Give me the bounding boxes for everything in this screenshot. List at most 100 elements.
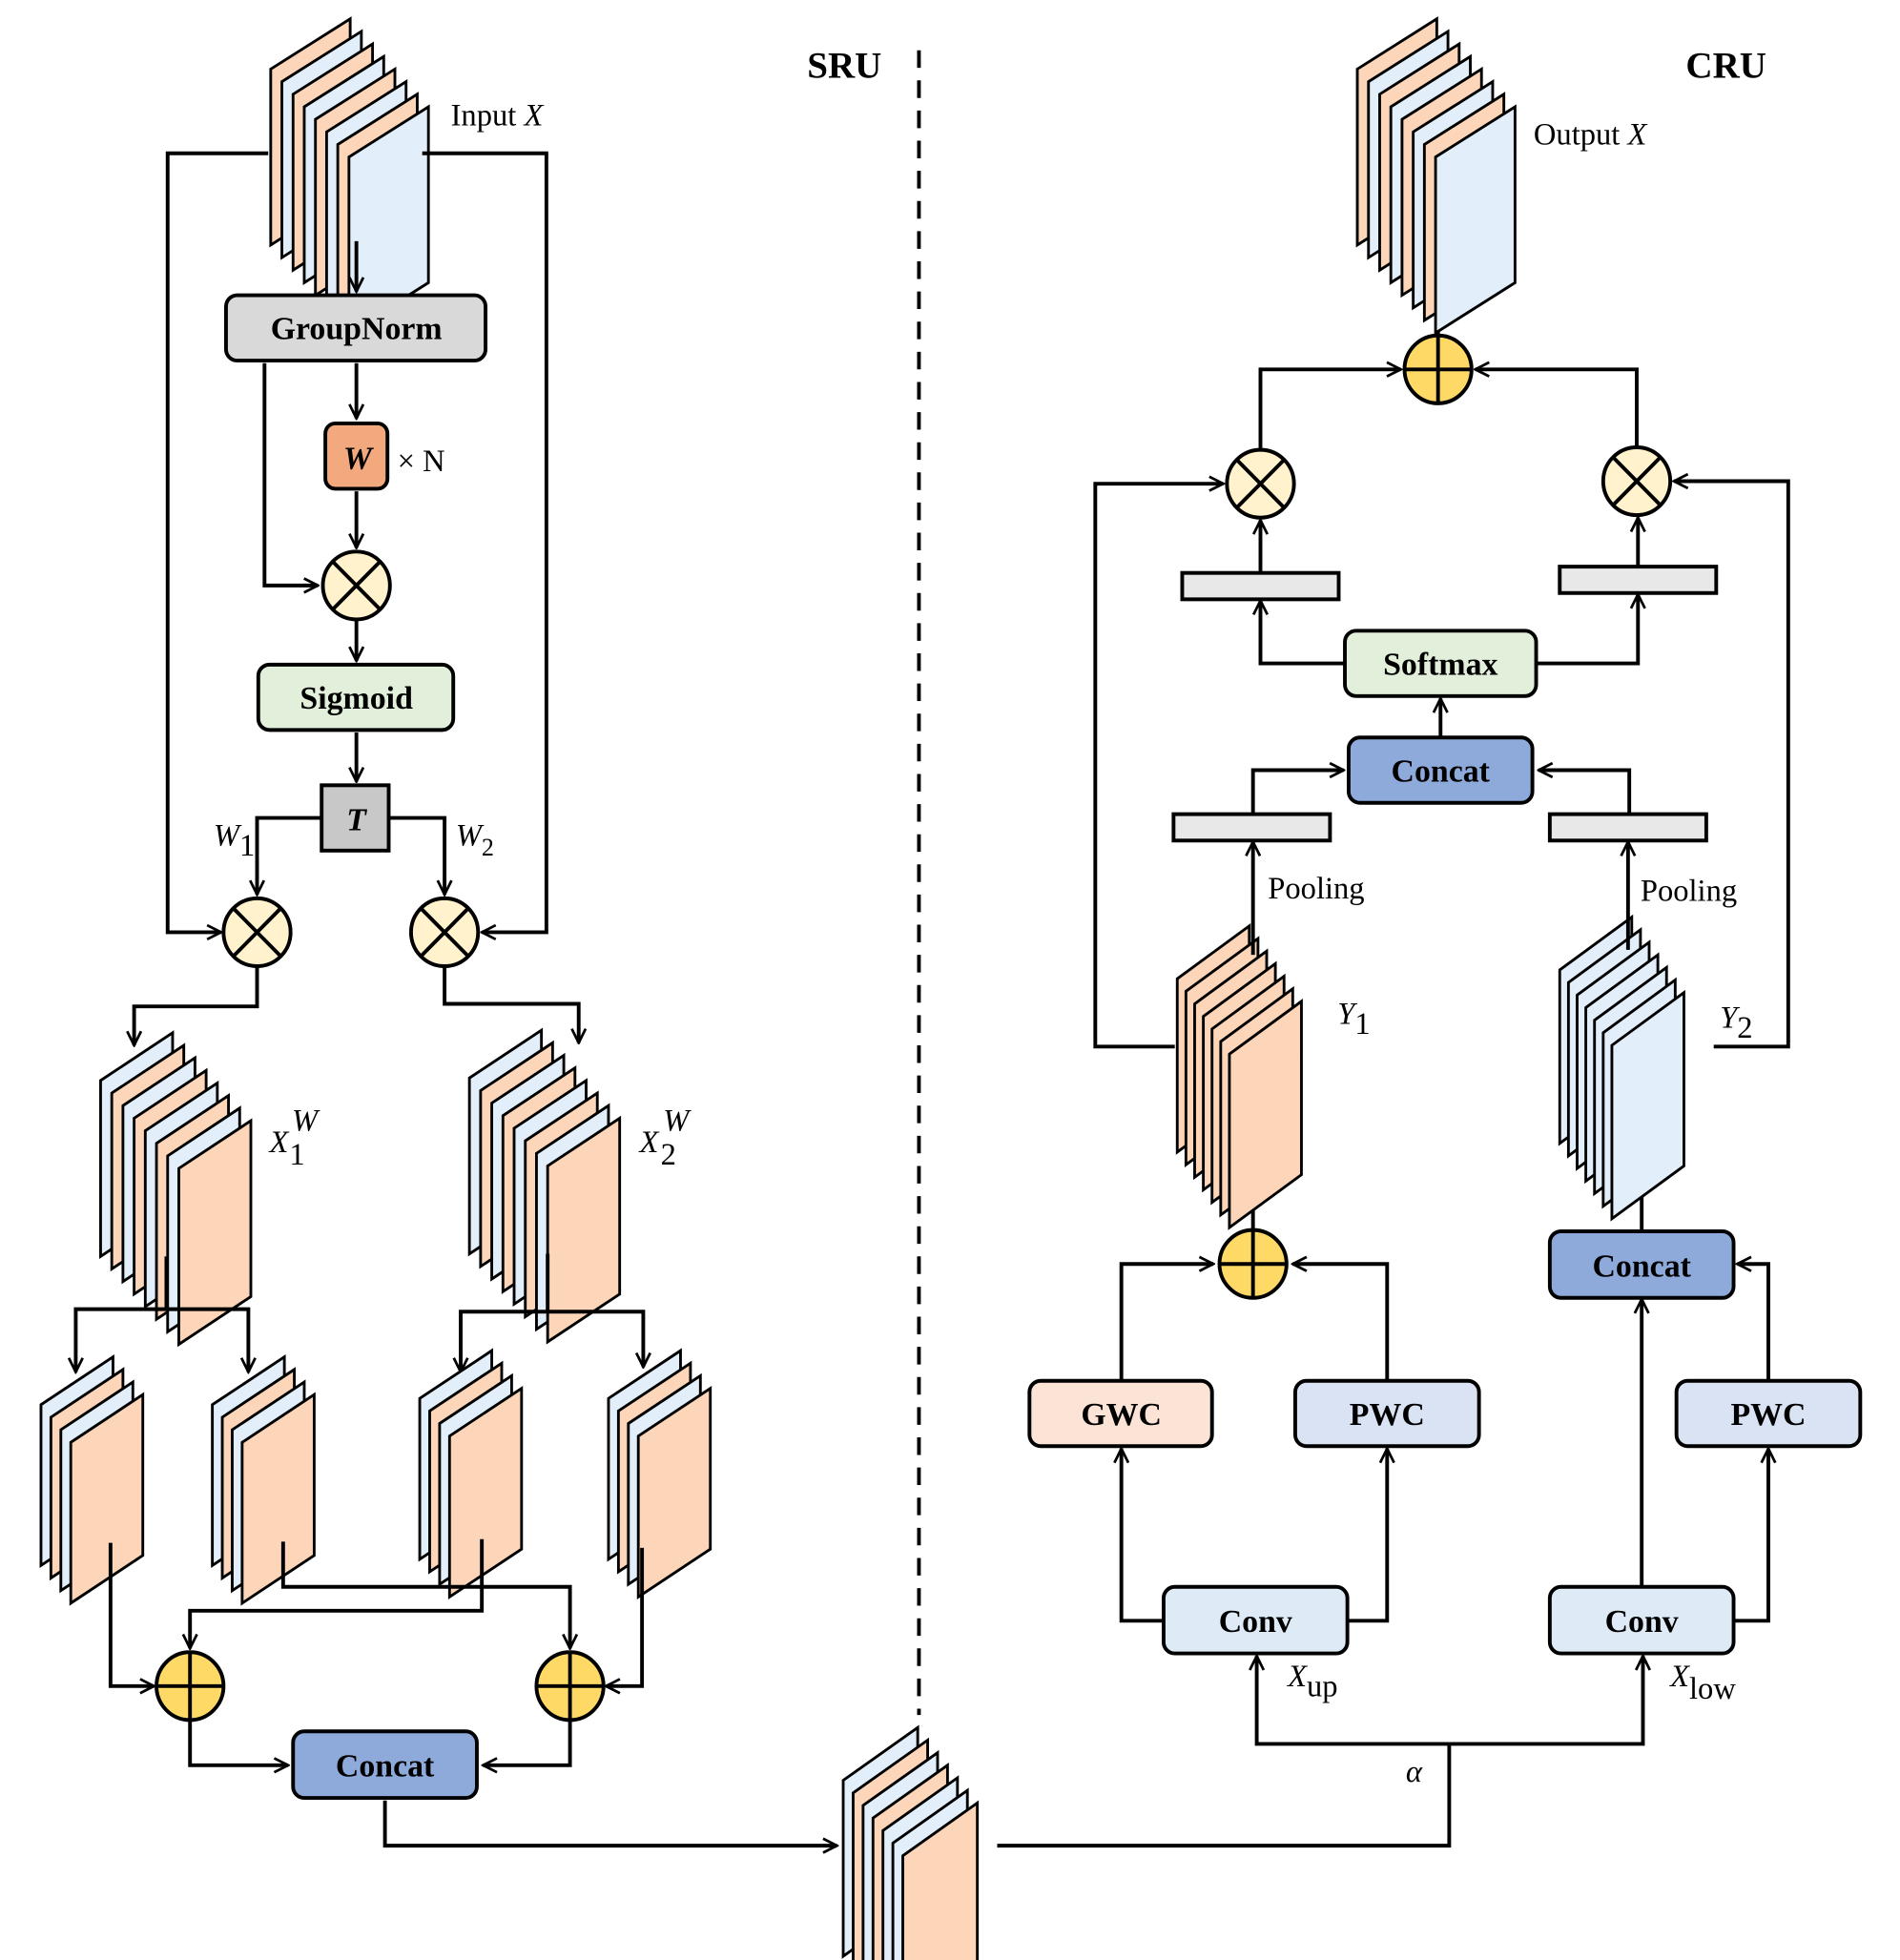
y2-label: Y2 (1720, 1001, 1752, 1045)
edge-x1w-split-left (75, 1307, 167, 1372)
pwc-low-block[interactable]: PWC (1674, 1378, 1863, 1449)
groupnorm-block[interactable]: GroupNorm (224, 293, 488, 363)
feature-map-slice (1228, 999, 1303, 1230)
pooling-right-label: Pooling (1641, 874, 1737, 908)
edge-x2w-split-right (547, 1310, 643, 1367)
svg-text:Sigmoid: Sigmoid (299, 681, 413, 716)
x1w-feature-stack (99, 1030, 253, 1348)
conv-up-block[interactable]: Conv (1161, 1584, 1350, 1656)
x1w-sub: 1 (289, 1138, 304, 1172)
edge-threshold-w1 (258, 815, 322, 895)
edge-split-xup (1257, 1656, 1450, 1746)
sigmoid-block[interactable]: Sigmoid (256, 662, 456, 732)
edge-pwcup-add (1292, 1264, 1390, 1381)
multiply-cross-icon (1235, 458, 1286, 509)
edge-split-xlow (1449, 1656, 1642, 1746)
multiply-cross-icon (419, 906, 470, 958)
feature-map-slice (347, 104, 430, 336)
multiply-node-w1 (221, 896, 293, 968)
feature-map-slice (901, 1800, 980, 1960)
w1-label: W1 (214, 818, 255, 863)
feature-map-slice (1610, 989, 1685, 1222)
feature-map-slice (1434, 104, 1517, 336)
svg-text:GroupNorm: GroupNorm (271, 312, 443, 347)
sru-title: SRU (807, 45, 881, 86)
cru-concat-low-block[interactable]: Concat (1547, 1228, 1736, 1300)
feature-map-slice (69, 1392, 145, 1606)
beta2-vector (1558, 565, 1719, 595)
edge-x2w-split-left (461, 1310, 548, 1372)
x1w-sup: W (292, 1104, 320, 1138)
weight-repeat-label: × N (398, 444, 445, 479)
beta1-vector (1180, 570, 1341, 602)
softmax-block[interactable]: Softmax (1343, 629, 1539, 698)
pwc-up-block[interactable]: PWC (1292, 1378, 1481, 1449)
edge-y2-skip (1674, 482, 1790, 1049)
input-label: Input X (451, 99, 546, 134)
svg-text:T: T (346, 803, 367, 838)
x21-feature-stack (418, 1348, 524, 1599)
x2w-feature-stack (467, 1027, 622, 1345)
weight-block[interactable]: W (323, 421, 390, 491)
edge-convlow-pwc (1733, 1449, 1768, 1623)
xup-label: Xup (1286, 1660, 1337, 1704)
conv-low-block[interactable]: Conv (1547, 1584, 1736, 1656)
svg-text:PWC: PWC (1350, 1397, 1425, 1433)
pooled-vector-y1 (1171, 812, 1332, 843)
svg-text:Concat: Concat (1392, 753, 1491, 789)
x12-feature-stack (211, 1354, 316, 1606)
multiply-node-w2 (408, 896, 481, 968)
xlow-label: Xlow (1668, 1660, 1736, 1706)
x11-feature-stack (39, 1354, 145, 1606)
threshold-block[interactable]: T (320, 783, 391, 853)
add-node-cru-output (1402, 333, 1474, 405)
edge-mul2-add (1476, 369, 1639, 446)
svg-text:GWC: GWC (1081, 1397, 1162, 1433)
pooling-left-label: Pooling (1268, 872, 1364, 906)
edge-input-right-skip (422, 151, 548, 933)
multiply-cross-icon (1611, 455, 1662, 507)
w2-label: W2 (456, 818, 494, 861)
svg-text:Conv: Conv (1605, 1604, 1680, 1640)
sru-concat-block[interactable]: Concat (291, 1729, 479, 1801)
edge-gwc-add (1119, 1264, 1213, 1381)
gwc-block[interactable]: GWC (1027, 1378, 1214, 1449)
output-label: Output X (1534, 117, 1648, 152)
y1-label: Y1 (1337, 997, 1370, 1042)
multiply-node-cru-y2 (1601, 444, 1673, 518)
sru-output-feature-stack (841, 1724, 980, 1960)
edge-x12-add2 (280, 1541, 570, 1648)
edge-groupnorm-multiply (262, 362, 318, 586)
edge-w2-x2w (443, 967, 579, 1042)
input-feature-stack (269, 16, 430, 336)
edge-y1-skip (1093, 484, 1223, 1049)
edge-convup-gwc (1122, 1449, 1164, 1623)
x22-feature-stack (607, 1348, 712, 1599)
svg-text:W: W (343, 441, 375, 476)
x2w-sub: 2 (661, 1138, 676, 1172)
edge-x21-add1 (190, 1538, 485, 1649)
edge-threshold-w2 (388, 815, 445, 895)
y1-feature-stack (1175, 923, 1303, 1230)
add-node-cru-y1 (1217, 1228, 1289, 1300)
edge-softmax-beta2 (1536, 594, 1639, 666)
feature-map-slice (240, 1392, 316, 1606)
x2w-sup: W (663, 1104, 692, 1138)
x2w-label: X (638, 1125, 661, 1160)
pooled-vector-y2 (1547, 812, 1708, 843)
edge-input-left-skip (165, 151, 269, 933)
edge-middle-to-split (997, 1743, 1452, 1848)
cru-concat-top-block[interactable]: Concat (1346, 735, 1535, 805)
multiply-cross-icon (331, 560, 382, 611)
multiply-node-cru-y1 (1225, 447, 1296, 520)
edge-add1-concat (188, 1721, 288, 1765)
feature-map-slice (447, 1385, 524, 1599)
y2-feature-stack (1558, 914, 1685, 1222)
x1w-label: X (268, 1125, 291, 1160)
edge-pool2-concat (1539, 771, 1632, 815)
edge-sru-concat-to-middle (382, 1800, 837, 1846)
edge-x1w-split-right (166, 1307, 248, 1372)
edge-softmax-beta1 (1260, 601, 1346, 666)
edge-mul1-add (1258, 369, 1400, 449)
